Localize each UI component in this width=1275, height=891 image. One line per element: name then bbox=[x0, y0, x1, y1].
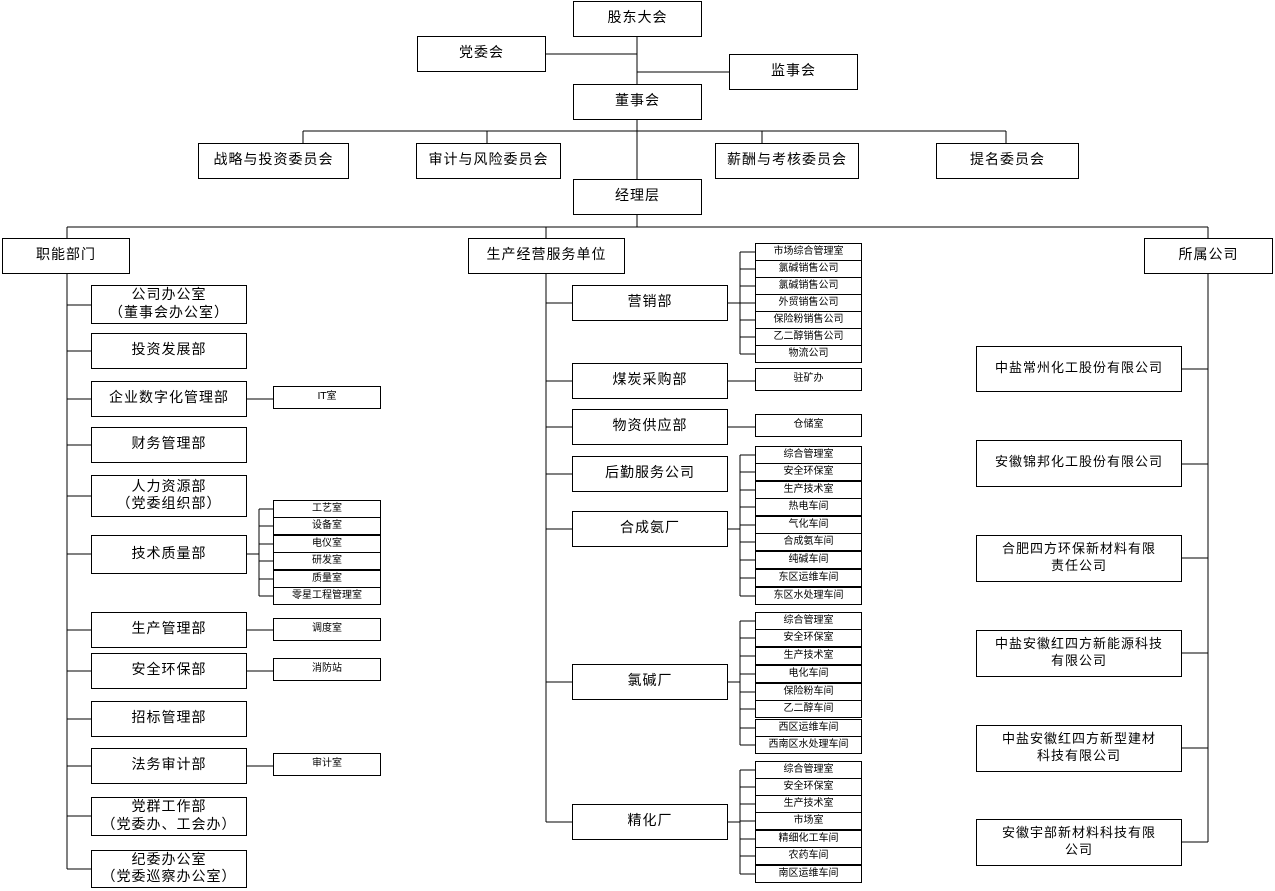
node-unit-sub: 生产技术室 bbox=[755, 795, 862, 813]
node-unit-sub: 综合管理室 bbox=[755, 612, 862, 630]
node-unit: 合成氨厂 bbox=[572, 511, 728, 547]
node-dept: 人力资源部 （党委组织部） bbox=[91, 475, 247, 517]
node-dept: 招标管理部 bbox=[91, 701, 247, 737]
node-unit-sub: 乙二醇销售公司 bbox=[755, 328, 862, 346]
node-unit-sub: 合成氨车间 bbox=[755, 533, 862, 551]
node-dept-sub: IT室 bbox=[273, 386, 381, 409]
node-shareholders: 股东大会 bbox=[573, 1, 702, 37]
node-board: 董事会 bbox=[573, 84, 702, 120]
node-unit: 营销部 bbox=[572, 285, 728, 321]
node-unit-sub: 物流公司 bbox=[755, 345, 862, 363]
node-affiliate-company: 合肥四方环保新材料有限 责任公司 bbox=[976, 535, 1182, 582]
node-unit-sub: 西区运维车间 bbox=[755, 719, 862, 737]
node-unit-sub: 驻矿办 bbox=[755, 368, 862, 391]
node-management: 经理层 bbox=[573, 179, 702, 215]
node-unit-sub: 安全环保室 bbox=[755, 463, 862, 481]
node-dept: 安全环保部 bbox=[91, 653, 247, 689]
node-unit-sub: 农药车间 bbox=[755, 847, 862, 865]
node-unit-sub: 氯碱销售公司 bbox=[755, 277, 862, 295]
node-dept: 法务审计部 bbox=[91, 748, 247, 784]
node-affiliate-company: 中盐安徽红四方新能源科技 有限公司 bbox=[976, 630, 1182, 677]
node-unit-sub: 生产技术室 bbox=[755, 647, 862, 665]
node-unit-sub: 气化车间 bbox=[755, 516, 862, 534]
node-functional-departments: 职能部门 bbox=[2, 238, 130, 274]
node-unit: 煤炭采购部 bbox=[572, 363, 728, 399]
node-affiliate-company: 安徽宇部新材料科技有限 公司 bbox=[976, 819, 1182, 866]
node-unit-sub: 东区水处理车间 bbox=[755, 587, 862, 605]
node-unit-sub: 综合管理室 bbox=[755, 446, 862, 464]
node-dept-sub: 消防站 bbox=[273, 658, 381, 681]
node-dept-sub: 审计室 bbox=[273, 753, 381, 776]
node-unit-sub: 市场综合管理室 bbox=[755, 243, 862, 261]
node-committee-nomination: 提名委员会 bbox=[936, 143, 1079, 179]
node-committee-salary: 薪酬与考核委员会 bbox=[715, 143, 859, 179]
node-unit-sub: 生产技术室 bbox=[755, 481, 862, 499]
node-unit-sub: 东区运维车间 bbox=[755, 569, 862, 587]
node-dept-sub: 质量室 bbox=[273, 570, 381, 588]
node-dept: 公司办公室 （董事会办公室） bbox=[91, 285, 247, 324]
node-unit-sub: 安全环保室 bbox=[755, 778, 862, 796]
node-dept-sub: 零星工程管理室 bbox=[273, 587, 381, 605]
node-unit-sub: 保险粉车间 bbox=[755, 683, 862, 701]
node-dept: 财务管理部 bbox=[91, 427, 247, 463]
node-dept: 企业数字化管理部 bbox=[91, 381, 247, 417]
node-party-committee: 党委会 bbox=[417, 36, 546, 72]
node-dept-sub: 调度室 bbox=[273, 618, 381, 641]
node-unit-sub: 西南区水处理车间 bbox=[755, 736, 862, 754]
node-dept: 投资发展部 bbox=[91, 333, 247, 369]
node-unit-sub: 仓储室 bbox=[755, 414, 862, 437]
node-unit-sub: 保险粉销售公司 bbox=[755, 311, 862, 329]
node-unit-sub: 综合管理室 bbox=[755, 761, 862, 779]
node-dept: 生产管理部 bbox=[91, 612, 247, 648]
node-committee-audit: 审计与风险委员会 bbox=[416, 143, 561, 179]
node-dept: 纪委办公室 （党委巡察办公室） bbox=[91, 850, 247, 888]
node-committee-strategy: 战略与投资委员会 bbox=[198, 143, 349, 179]
node-affiliates: 所属公司 bbox=[1144, 238, 1273, 274]
node-dept: 党群工作部 （党委办、工会办） bbox=[91, 797, 247, 836]
node-unit-sub: 电化车间 bbox=[755, 665, 862, 683]
node-unit-sub: 安全环保室 bbox=[755, 629, 862, 647]
node-unit: 后勤服务公司 bbox=[572, 456, 728, 492]
node-affiliate-company: 安徽锦邦化工股份有限公司 bbox=[976, 440, 1182, 487]
node-unit: 精化厂 bbox=[572, 804, 728, 840]
node-unit: 物资供应部 bbox=[572, 409, 728, 445]
node-unit-sub: 乙二醇车间 bbox=[755, 700, 862, 718]
node-unit-sub: 南区运维车间 bbox=[755, 865, 862, 883]
node-dept: 技术质量部 bbox=[91, 535, 247, 574]
node-unit-sub: 纯碱车间 bbox=[755, 551, 862, 569]
node-unit: 氯碱厂 bbox=[572, 664, 728, 700]
node-unit-sub: 市场室 bbox=[755, 812, 862, 830]
node-unit-sub: 精细化工车间 bbox=[755, 830, 862, 848]
node-unit-sub: 外贸销售公司 bbox=[755, 294, 862, 312]
node-unit-sub: 热电车间 bbox=[755, 498, 862, 516]
node-dept-sub: 电仪室 bbox=[273, 535, 381, 553]
node-affiliate-company: 中盐常州化工股份有限公司 bbox=[976, 346, 1182, 392]
node-unit-sub: 氯碱销售公司 bbox=[755, 260, 862, 278]
node-supervisors: 监事会 bbox=[729, 54, 858, 90]
node-dept-sub: 设备室 bbox=[273, 517, 381, 535]
node-production-units: 生产经营服务单位 bbox=[468, 238, 625, 274]
node-affiliate-company: 中盐安徽红四方新型建材 科技有限公司 bbox=[976, 725, 1182, 772]
node-dept-sub: 工艺室 bbox=[273, 500, 381, 518]
node-dept-sub: 研发室 bbox=[273, 552, 381, 570]
